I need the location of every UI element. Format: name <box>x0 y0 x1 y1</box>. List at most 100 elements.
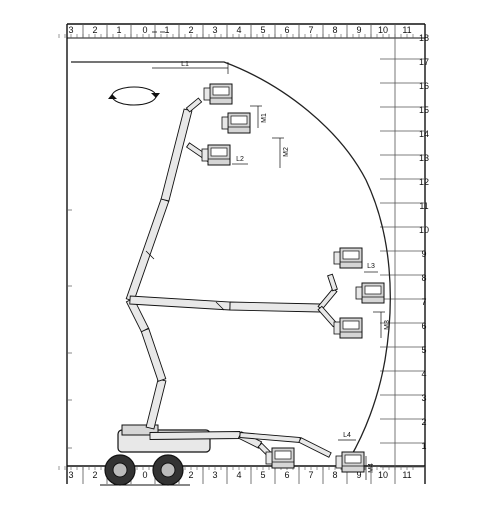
top-axis-label: 5 <box>260 25 265 35</box>
top-axis-label: 6 <box>284 25 289 35</box>
basket-side-2 <box>355 282 385 304</box>
riser-boom <box>125 297 150 333</box>
bottom-axis-label: 5 <box>260 470 265 480</box>
top-axis-label: 10 <box>378 25 388 35</box>
height-axis-label: 6 <box>421 321 426 331</box>
basket-low-1 <box>265 447 295 469</box>
lift-machine <box>100 83 385 486</box>
basket-panel <box>342 320 360 330</box>
basket-panel <box>344 454 362 464</box>
bottom-axis-label: 2 <box>188 470 193 480</box>
dimension-label-l1: L1 <box>181 61 189 68</box>
basket-side-3 <box>333 317 363 339</box>
basket-rotator <box>333 321 341 335</box>
dimension-label-m1: M1 <box>261 113 268 123</box>
height-axis-label: 18 <box>419 33 429 43</box>
basket-upper-1 <box>221 112 251 134</box>
wheel-hub <box>112 462 128 478</box>
top-axis-label: 1 <box>164 25 169 35</box>
height-axis-label: 14 <box>419 129 429 139</box>
height-axis-label: 1 <box>421 441 426 451</box>
dimension-label-l2: L2 <box>236 156 244 163</box>
dimension-label-m2: M2 <box>283 147 290 157</box>
dimension-label-m3: M3 <box>384 320 391 330</box>
basket-rotator <box>201 148 209 162</box>
jib-horizontal-up <box>317 287 338 311</box>
height-axis-label: 5 <box>421 345 426 355</box>
main-boom-horizontal <box>129 295 231 311</box>
basket-rotator <box>265 451 273 465</box>
rotation-arrowhead <box>108 94 117 99</box>
bottom-axis-label: 9 <box>356 470 361 480</box>
height-axis-label: 15 <box>419 105 429 115</box>
basket-top <box>203 83 233 105</box>
riser-boom <box>145 378 167 430</box>
bottom-axis-label: 8 <box>332 470 337 480</box>
lower-boom-stowed <box>149 431 241 440</box>
basket-rotator <box>221 116 229 130</box>
height-axis-label: 8 <box>421 273 426 283</box>
basket-side-1 <box>333 247 363 269</box>
wheel-hub <box>160 462 176 478</box>
top-axis-label: 2 <box>92 25 97 35</box>
rotation-arrows-icon <box>108 86 160 106</box>
rotation-ellipse <box>111 86 157 106</box>
rotation-arrowhead <box>151 93 160 98</box>
height-axis-label: 13 <box>419 153 429 163</box>
basket-panel <box>342 250 360 260</box>
top-axis-label: 9 <box>356 25 361 35</box>
height-axis-label: 9 <box>421 249 426 259</box>
top-axis-label: 1 <box>116 25 121 35</box>
bottom-axis-label: 10 <box>378 470 388 480</box>
bottom-axis-label: 3 <box>68 470 73 480</box>
height-axis-label: 3 <box>421 393 426 403</box>
basket-panel <box>274 450 292 460</box>
top-axis-label: 4 <box>236 25 241 35</box>
axis-labels: 3210123456789101132101234567891011181716… <box>68 25 429 480</box>
turret <box>121 424 159 436</box>
bottom-axis-label: 0 <box>142 470 147 480</box>
jib-raised <box>185 97 203 113</box>
top-axis-label: 0 <box>142 25 147 35</box>
main-boom-horizontal <box>229 301 321 313</box>
dimension-label-l3: L3 <box>367 263 375 270</box>
dimension-label-m4: M4 <box>368 463 375 473</box>
height-axis-label: 11 <box>419 201 428 211</box>
main-boom-raised <box>125 198 170 302</box>
main-boom-raised <box>160 108 193 202</box>
working-envelope-outline <box>71 61 391 459</box>
boom-section-seam <box>145 250 155 260</box>
height-axis-label: 4 <box>421 369 426 379</box>
boom-extension-stowed <box>239 432 301 443</box>
bottom-axis-label: 7 <box>308 470 313 480</box>
dimension-label-l4: L4 <box>343 432 351 439</box>
riser-boom <box>140 328 167 382</box>
top-axis-label: 3 <box>212 25 217 35</box>
basket-panel <box>230 115 248 125</box>
bottom-axis-label: 6 <box>284 470 289 480</box>
height-axis-label: 16 <box>419 81 429 91</box>
basket-panel <box>364 285 382 295</box>
basket-rotator <box>203 87 211 101</box>
bottom-axis-label: 3 <box>212 470 217 480</box>
top-axis-label: 2 <box>188 25 193 35</box>
bottom-axis-label: 11 <box>402 470 411 480</box>
height-axis-label: 2 <box>421 417 426 427</box>
bottom-axis-label: 4 <box>236 470 241 480</box>
height-axis-label: 7 <box>421 297 426 307</box>
basket-panel <box>212 86 230 96</box>
top-axis-label: 3 <box>68 25 73 35</box>
top-axis-label: 7 <box>308 25 313 35</box>
basket-rotator <box>333 251 341 265</box>
height-axis-label: 12 <box>419 177 429 187</box>
height-axis-label: 17 <box>419 57 429 67</box>
basket-panel <box>210 147 228 157</box>
basket-upper-2 <box>201 144 231 166</box>
top-axis-label: 11 <box>402 25 411 35</box>
basket-rotator <box>335 455 343 469</box>
basket-rotator <box>355 286 363 300</box>
bottom-axis-label: 2 <box>92 470 97 480</box>
